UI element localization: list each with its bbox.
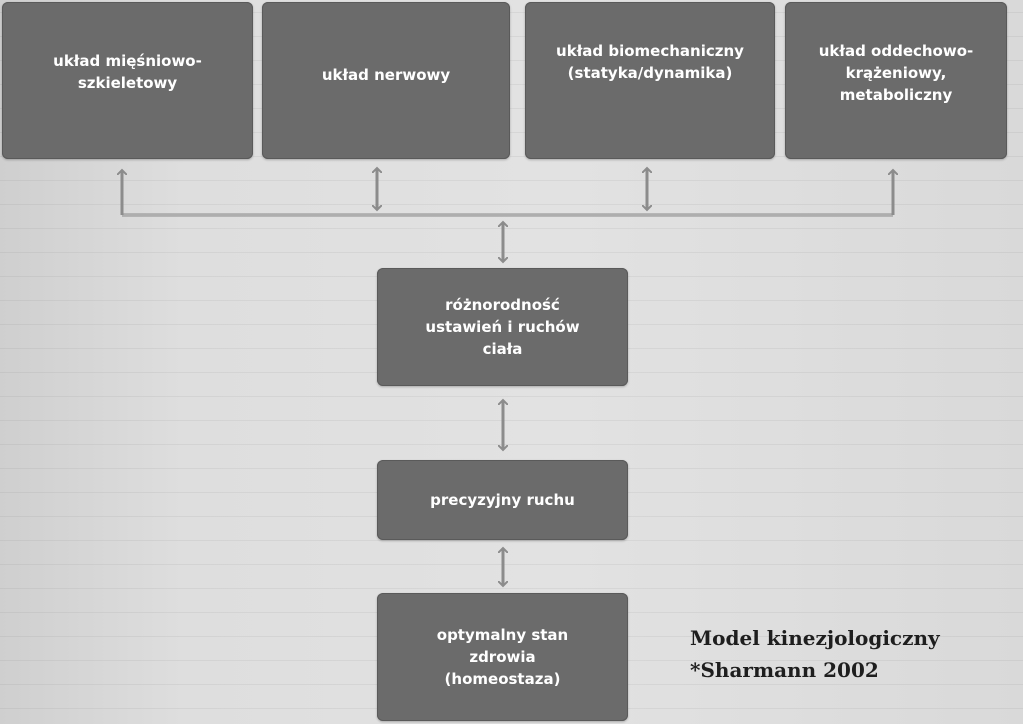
- node-label: optymalny stan zdrowia (homeostaza): [436, 626, 569, 688]
- node-optimal-health: optymalny stan zdrowia (homeostaza): [377, 593, 628, 721]
- node-movement-variety: różnorodność ustawień i ruchów ciała: [377, 268, 628, 386]
- node-label: różnorodność ustawień i ruchów ciała: [425, 296, 580, 358]
- node-label: układ oddechowo- krążeniowy, metaboliczn…: [818, 42, 974, 104]
- node-musculoskeletal: układ mięśniowo- szkieletowy: [2, 2, 253, 159]
- node-biomechanical: układ biomechaniczny (statyka/dynamika): [525, 2, 775, 159]
- caption-title: Model kinezjologiczny: [690, 626, 940, 650]
- diagram-caption: Model kinezjologiczny *Sharmann 2002: [690, 622, 990, 686]
- node-label: układ biomechaniczny (statyka/dynamika): [556, 42, 744, 82]
- caption-source: *Sharmann 2002: [690, 658, 879, 682]
- node-cardiorespiratory: układ oddechowo- krążeniowy, metaboliczn…: [785, 2, 1007, 159]
- node-label: układ mięśniowo- szkieletowy: [53, 52, 202, 92]
- node-nervous: układ nerwowy: [262, 2, 510, 159]
- node-label: układ nerwowy: [321, 66, 451, 84]
- node-label: precyzyjny ruchu: [430, 491, 575, 509]
- node-precise-movement: precyzyjny ruchu: [377, 460, 628, 540]
